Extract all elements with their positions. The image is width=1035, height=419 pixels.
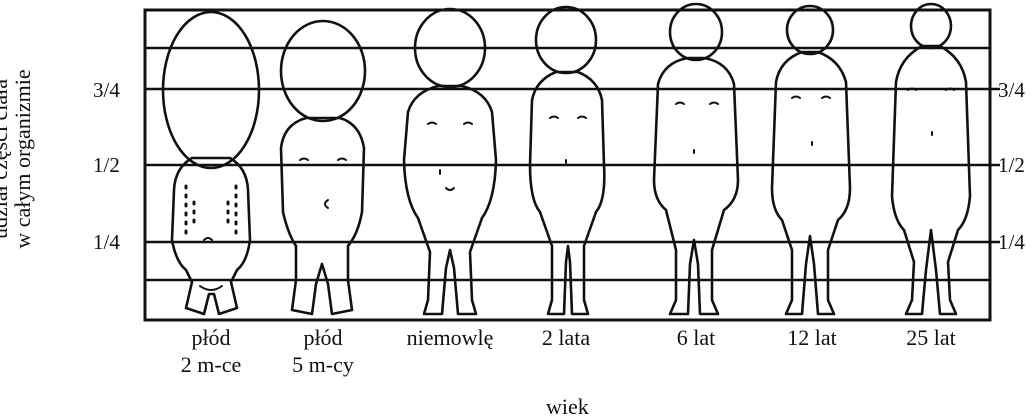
figure-head xyxy=(670,4,722,60)
left-tick-3-4: 3/4 xyxy=(93,80,120,101)
figure-caption: 2 lata xyxy=(511,324,621,351)
caption-line2: 5 m-cy xyxy=(268,351,378,378)
figure-12-years xyxy=(772,6,850,314)
body-figures xyxy=(163,4,970,314)
caption-line1: 2 lata xyxy=(511,324,621,351)
figure-body xyxy=(892,46,970,314)
figure-caption: 25 lat xyxy=(876,324,986,351)
right-tick-1-4: 1/4 xyxy=(998,232,1025,253)
figure-caption: niemowlę xyxy=(385,324,515,351)
figure-6-years xyxy=(654,4,738,314)
caption-line1: 12 lat xyxy=(757,324,867,351)
caption-line1: płód xyxy=(268,324,378,351)
figure-fetus-2-months xyxy=(163,12,259,314)
figure-head xyxy=(536,7,596,73)
figure-caption: 6 lat xyxy=(641,324,751,351)
figure-head xyxy=(281,21,365,121)
y-axis-label-line2: w całym organizmie xyxy=(11,59,34,259)
figure-body xyxy=(530,72,604,314)
figure-infant xyxy=(404,9,496,314)
caption-line1: niemowlę xyxy=(385,324,515,351)
x-axis-label: wiek xyxy=(546,396,589,418)
figure-body xyxy=(654,58,738,314)
caption-line1: płód xyxy=(156,324,266,351)
grid-lines xyxy=(145,48,1000,280)
caption-line1: 25 lat xyxy=(876,324,986,351)
figure-detail xyxy=(792,97,830,146)
figure-detail xyxy=(428,123,472,191)
figure-detail xyxy=(200,238,222,290)
caption-line1: 6 lat xyxy=(641,324,751,351)
figure-markings xyxy=(186,186,236,236)
left-tick-1-4: 1/4 xyxy=(93,232,120,253)
figure-torso xyxy=(281,118,364,314)
caption-line2: 2 m-ce xyxy=(156,351,266,378)
left-tick-1-2: 1/2 xyxy=(93,155,120,176)
figure-detail xyxy=(550,117,586,164)
figure-caption: płód 2 m-ce xyxy=(156,324,266,378)
figure-body xyxy=(772,52,850,314)
figure-caption: płód 5 m-cy xyxy=(268,324,378,378)
right-tick-3-4: 3/4 xyxy=(998,80,1025,101)
figure-detail xyxy=(908,89,954,136)
y-axis-label: udział części ciała w całym organizmie xyxy=(0,59,36,259)
figure-25-years xyxy=(892,4,970,314)
figure-fetus-5-months xyxy=(281,21,365,314)
right-tick-1-2: 1/2 xyxy=(998,155,1025,176)
figure-2-years xyxy=(530,7,604,314)
figure-caption: 12 lat xyxy=(757,324,867,351)
figure-detail xyxy=(676,103,718,154)
